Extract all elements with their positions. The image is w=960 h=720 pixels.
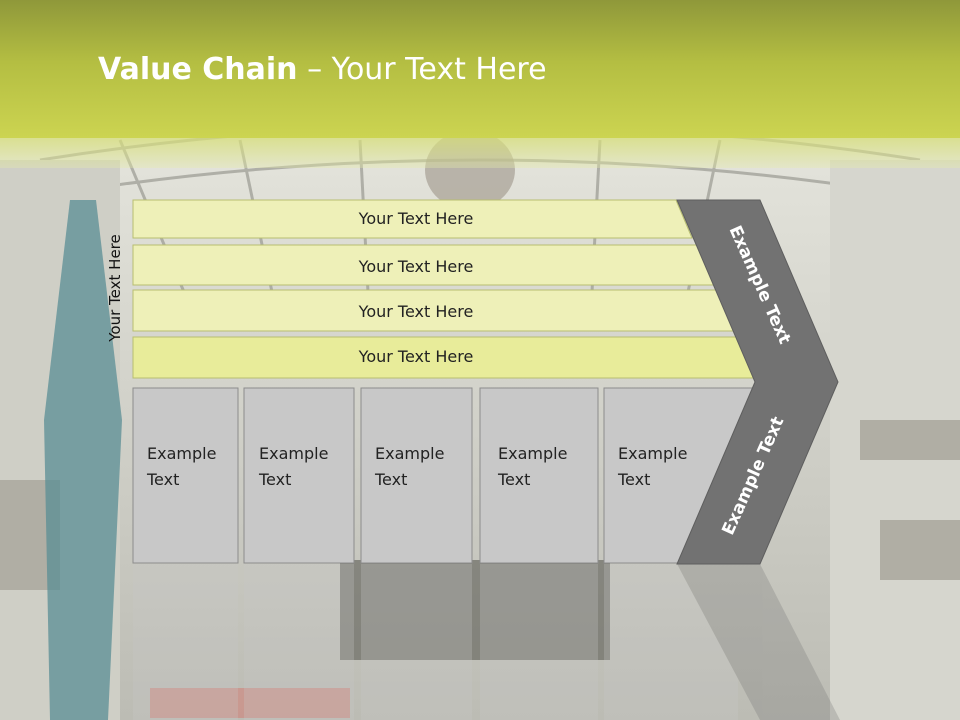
activity-box-2-line1: Example xyxy=(259,444,328,463)
activity-box-5-line2: Text xyxy=(617,470,650,489)
activity-box-1-line1: Example xyxy=(147,444,216,463)
activity-box-4: Example Text xyxy=(479,387,599,564)
activity-box-1: Example Text xyxy=(132,387,239,564)
activity-box-2: Example Text xyxy=(243,387,355,564)
support-bar-2-label: Your Text Here xyxy=(358,257,474,276)
title-bar xyxy=(0,0,960,138)
activity-box-3: Example Text xyxy=(360,387,473,564)
activity-box-3-line2: Text xyxy=(374,470,407,489)
activity-box-3-line1: Example xyxy=(375,444,444,463)
activity-box-4-line2: Text xyxy=(497,470,530,489)
slide-title: Value Chain – Your Text Here xyxy=(98,52,547,87)
activity-box-4-line1: Example xyxy=(498,444,567,463)
support-bar-4-label: Your Text Here xyxy=(358,347,474,366)
support-bar-3: Your Text Here xyxy=(132,289,740,332)
activity-box-1-line2: Text xyxy=(146,470,179,489)
support-bar-2: Your Text Here xyxy=(132,244,717,286)
support-bar-1-label: Your Text Here xyxy=(358,209,474,228)
support-bar-3-label: Your Text Here xyxy=(358,302,474,321)
title-rest: – Your Text Here xyxy=(307,52,547,87)
support-bar-4: Your Text Here xyxy=(132,336,764,379)
margin-chevron: Example Text Example Text xyxy=(676,199,839,565)
boxes-reflection xyxy=(133,564,840,720)
title-bar-fade xyxy=(0,138,960,168)
activity-box-5-line1: Example xyxy=(618,444,687,463)
activity-box-2-line2: Text xyxy=(258,470,291,489)
title-bold: Value Chain xyxy=(98,52,298,87)
support-bar-1: Your Text Here xyxy=(132,199,693,239)
